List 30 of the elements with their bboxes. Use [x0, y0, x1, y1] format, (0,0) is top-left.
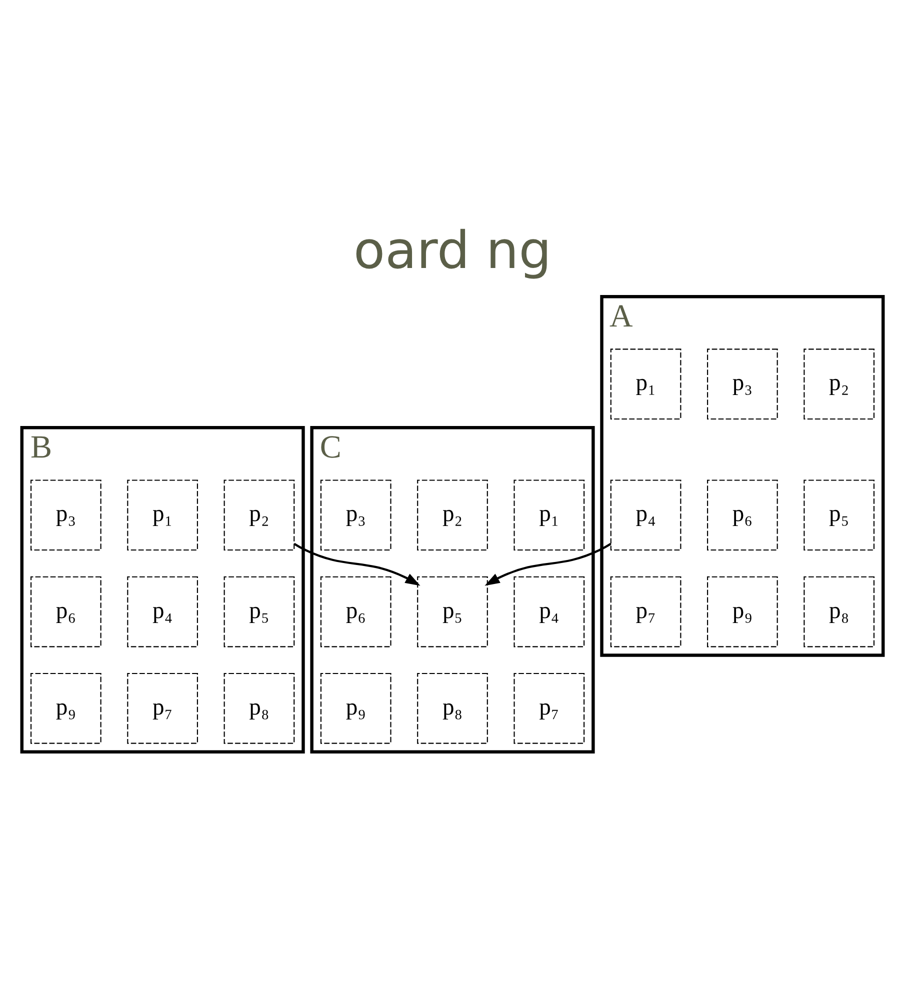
- node-box: p₅: [223, 576, 294, 648]
- node-box: p₃: [30, 480, 101, 551]
- node-box: p₄: [513, 576, 584, 648]
- node-box: p₆: [320, 576, 391, 648]
- node-box: p₃: [706, 348, 778, 420]
- node-box: p₈: [223, 672, 294, 744]
- node-box: p₉: [320, 672, 391, 744]
- node-box: p₇: [513, 672, 584, 744]
- node-box: p₈: [803, 576, 874, 648]
- node-box: p₅: [803, 480, 874, 551]
- node-box: p₇: [610, 576, 681, 648]
- node-box: p₃: [320, 480, 391, 551]
- arrow: [484, 542, 611, 586]
- node-box: p₂: [223, 480, 294, 551]
- node-box: p₅: [416, 576, 488, 648]
- node-box: p₄: [610, 480, 681, 551]
- node-box: p₂: [803, 348, 874, 420]
- node-box: p₁: [126, 480, 198, 551]
- node-box: p₁: [513, 480, 584, 551]
- node-box: p₂: [416, 480, 488, 551]
- node-box: p₁: [610, 348, 681, 420]
- arrow: [293, 542, 420, 586]
- node-box: p₆: [30, 576, 101, 648]
- node-box: p₈: [416, 672, 488, 744]
- node-box: p₇: [126, 672, 198, 744]
- node-box: p₆: [706, 480, 778, 551]
- diagram-title: oard ng: [353, 221, 551, 282]
- node-box: p₉: [30, 672, 101, 744]
- node-box: p₄: [126, 576, 198, 648]
- node-box: p₉: [706, 576, 778, 648]
